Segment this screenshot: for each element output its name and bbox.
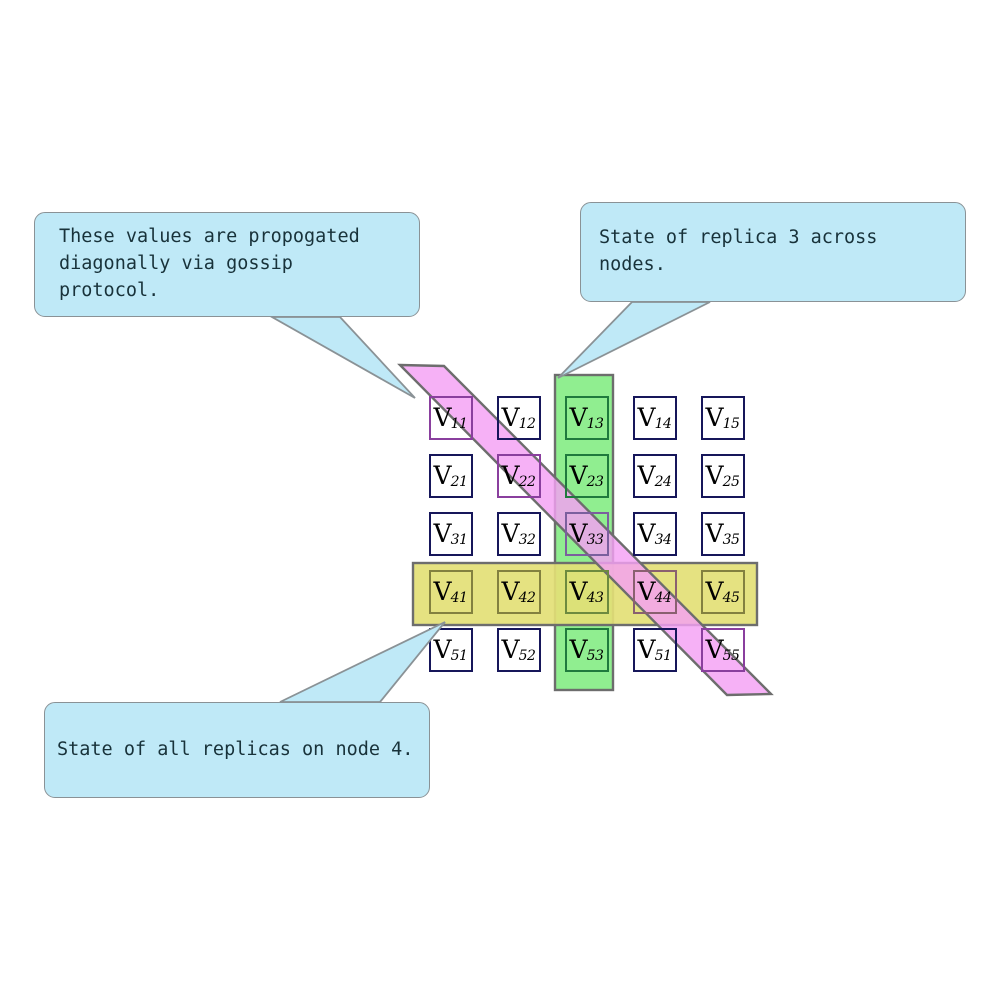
cell-subscript: 51 bbox=[654, 648, 672, 664]
callout-replica-state[interactable]: State of replica 3 across nodes. bbox=[580, 202, 966, 302]
cell-subscript: 13 bbox=[586, 416, 604, 432]
callout-tail-replica bbox=[557, 301, 711, 379]
cell-subscript: 14 bbox=[654, 416, 672, 432]
cell-subscript: 55 bbox=[722, 648, 740, 664]
cell-subscript: 52 bbox=[518, 648, 536, 664]
cell-label: V bbox=[501, 402, 520, 432]
cell-subscript: 45 bbox=[722, 590, 740, 606]
callout-tail-gossip bbox=[268, 316, 416, 399]
cell-label: V bbox=[433, 402, 452, 432]
cell-subscript: 24 bbox=[654, 474, 672, 490]
cell-subscript: 32 bbox=[518, 532, 536, 548]
cell-label: V bbox=[569, 460, 588, 490]
cell-label: V bbox=[705, 402, 724, 432]
row-band-group bbox=[411, 561, 759, 627]
cell-subscript: 53 bbox=[586, 648, 604, 664]
callout-node-text: State of all replicas on node 4. bbox=[57, 738, 414, 760]
cell-subscript: 25 bbox=[722, 474, 740, 490]
cell-subscript: 34 bbox=[654, 532, 672, 548]
cell-subscript: 35 bbox=[722, 532, 740, 548]
cell-label: V bbox=[569, 518, 588, 548]
callout-node-state[interactable]: State of all replicas on node 4. bbox=[44, 702, 430, 798]
cell-subscript: 12 bbox=[518, 416, 536, 432]
cell-label: V bbox=[501, 518, 520, 548]
cell-label: V bbox=[433, 460, 452, 490]
cell-label: V bbox=[705, 634, 724, 664]
cell-label: V bbox=[501, 460, 520, 490]
cell-label: V bbox=[569, 576, 588, 606]
callout-gossip-text: These values are propogated diagonally v… bbox=[59, 226, 360, 301]
cell-label: V bbox=[637, 518, 656, 548]
cell-subscript: 31 bbox=[450, 532, 468, 548]
cell-label: V bbox=[637, 634, 656, 664]
cell-label: V bbox=[569, 402, 588, 432]
cell-label: V bbox=[569, 634, 588, 664]
cell-subscript: 33 bbox=[586, 532, 604, 548]
cell-label: V bbox=[501, 576, 520, 606]
cell-subscript: 42 bbox=[518, 590, 536, 606]
cell-label: V bbox=[501, 634, 520, 664]
cell-subscript: 41 bbox=[450, 590, 468, 606]
cell-label: V bbox=[433, 518, 452, 548]
cell-subscript: 43 bbox=[586, 590, 604, 606]
callout-gossip-propagation[interactable]: These values are propogated diagonally v… bbox=[34, 212, 420, 317]
cell-label: V bbox=[637, 402, 656, 432]
cell-label: V bbox=[705, 576, 724, 606]
cell-subscript: 22 bbox=[518, 474, 536, 490]
callout-replica-text: State of replica 3 across nodes. bbox=[599, 227, 878, 275]
cell-label: V bbox=[637, 460, 656, 490]
callout-tail-node bbox=[279, 621, 446, 703]
gossip-diagonal-band[interactable] bbox=[397, 363, 774, 697]
cell-subscript: 51 bbox=[450, 648, 468, 664]
cell-label: V bbox=[705, 460, 724, 490]
diagonal-band-group bbox=[397, 363, 774, 697]
cell-subscript: 21 bbox=[450, 474, 468, 490]
cell-subscript: 15 bbox=[722, 416, 740, 432]
cell-label: V bbox=[433, 576, 452, 606]
cell-label: V bbox=[433, 634, 452, 664]
cell-subscript: 44 bbox=[654, 590, 672, 606]
node-4-row-band[interactable] bbox=[411, 561, 759, 627]
cell-subscript: 23 bbox=[586, 474, 604, 490]
cell-subscript: 11 bbox=[450, 416, 468, 432]
cell-label: V bbox=[705, 518, 724, 548]
cell-label: V bbox=[637, 576, 656, 606]
